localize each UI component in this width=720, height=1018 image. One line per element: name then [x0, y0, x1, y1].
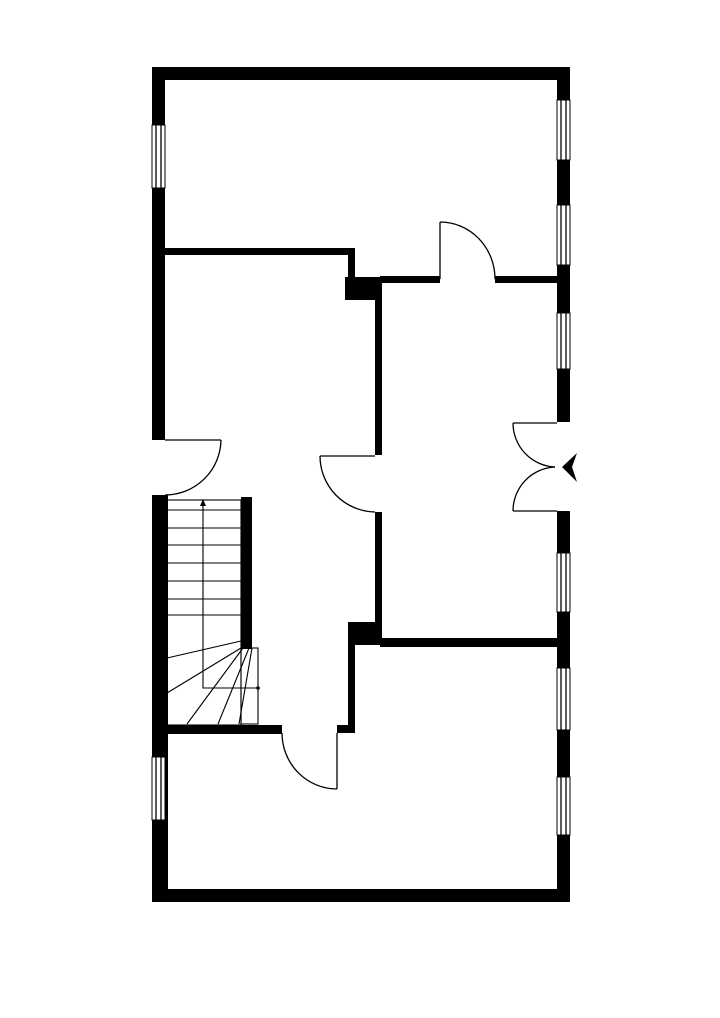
wall	[165, 248, 355, 255]
wall	[380, 638, 557, 647]
window	[556, 204, 571, 266]
stair-winder	[166, 640, 242, 659]
wall	[375, 512, 382, 627]
wall	[380, 276, 440, 283]
door-hall-right	[319, 455, 376, 513]
double-door	[512, 422, 557, 512]
entrance-door	[164, 439, 222, 496]
left-wall-upper	[152, 67, 165, 440]
staircase	[166, 499, 260, 726]
wall-pillar	[348, 622, 382, 645]
stair-start-dot	[256, 686, 260, 690]
window	[151, 756, 166, 821]
bottom-wall	[152, 889, 570, 902]
wall	[337, 725, 355, 733]
arrow-up-icon	[200, 499, 206, 506]
stair-winder	[217, 647, 250, 725]
stair-winder	[186, 647, 244, 725]
windows	[151, 99, 571, 836]
entry-arrow-icon	[562, 453, 577, 482]
left-wall-lower	[152, 495, 168, 902]
window	[556, 99, 571, 161]
door-bottom-room	[281, 732, 338, 790]
window	[151, 124, 166, 189]
window	[556, 312, 571, 370]
top-wall	[152, 67, 570, 80]
wall	[375, 283, 382, 455]
doors	[164, 221, 577, 790]
wall	[348, 248, 355, 283]
wall	[348, 645, 355, 733]
window	[556, 776, 571, 836]
wall-pillar	[345, 277, 382, 300]
stair-direction-line	[202, 505, 258, 689]
outer-walls	[152, 67, 570, 902]
interior-walls	[165, 248, 557, 734]
door-top-right-room	[439, 221, 496, 280]
stair-winder	[166, 647, 242, 694]
window	[556, 552, 571, 613]
stair-wall	[241, 497, 252, 649]
wall	[495, 276, 557, 283]
wall	[165, 725, 282, 734]
window	[556, 667, 571, 731]
